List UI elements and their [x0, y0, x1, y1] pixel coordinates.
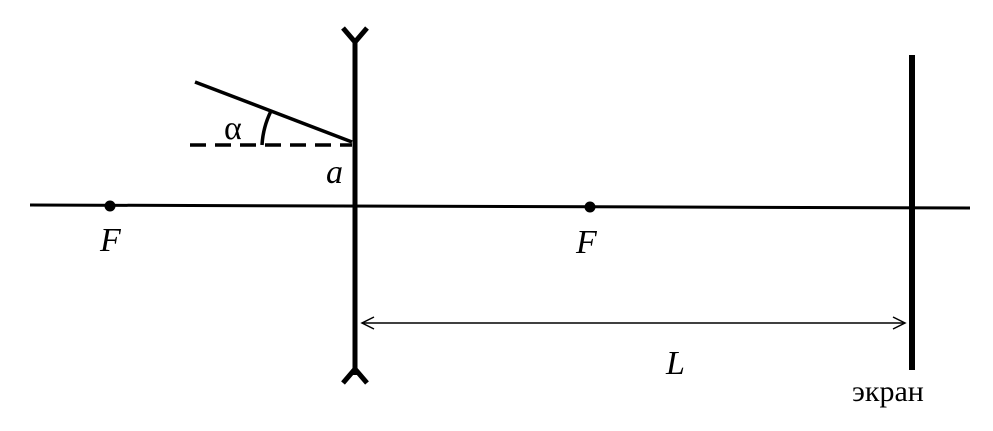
optical-axis [29, 203, 971, 210]
lens-bottom-arrow [341, 365, 369, 385]
alpha-label: α [224, 110, 242, 147]
distance-label: L [665, 345, 685, 382]
focus-point-right [584, 201, 596, 213]
focus-point-left [104, 200, 116, 212]
dimension-arrow-left [360, 316, 375, 330]
angle-arc [260, 110, 273, 146]
focus-label-right: F [575, 224, 598, 261]
height-label: a [326, 154, 343, 191]
screen-label: экран [852, 375, 924, 408]
diverging-lens [341, 26, 369, 385]
dimension-line [360, 316, 907, 330]
dimension-arrow-right [892, 316, 907, 330]
lens-top-arrow [341, 26, 369, 46]
focus-label-left: F [99, 222, 122, 259]
incident-ray [194, 80, 353, 144]
